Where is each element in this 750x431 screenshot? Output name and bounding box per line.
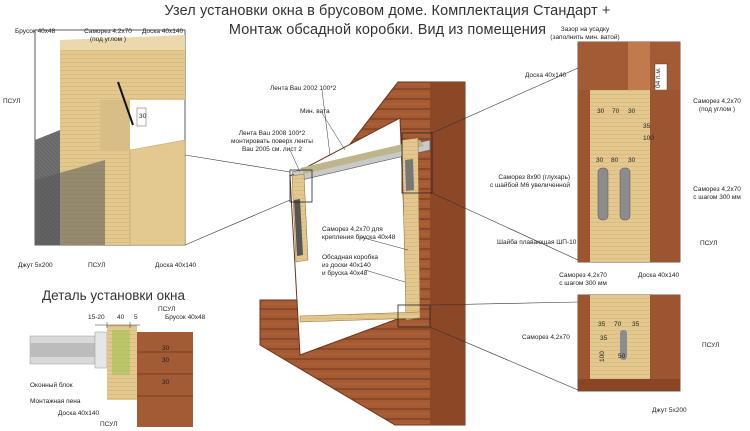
rb-dim-35b: 35	[632, 321, 640, 328]
label-doska-left-bottom: Доска 40х140	[155, 262, 197, 269]
label-glukhar-1: Саморез 8х90 (глухарь)	[498, 174, 570, 181]
label-lenta-2008-2: монтировать поверх ленты	[231, 138, 313, 145]
callout-box-right-top	[401, 132, 433, 194]
label-rb-jut: Джут 5х200	[652, 407, 687, 414]
label-lenta-2002: Лента Вau 2002 100*2	[270, 85, 337, 92]
detail-brusok: Брусок 40х48	[165, 314, 206, 321]
title-line-2: Монтаж обсадной коробки. Вид из помещени…	[228, 22, 547, 38]
right-slot-2	[619, 167, 631, 221]
label-rb-psul: ПСУЛ	[702, 342, 720, 349]
right-slot-1	[597, 167, 609, 221]
casing-left-tape	[294, 199, 303, 256]
label-zazor-2: (заполнить мин. ватой)	[550, 34, 620, 41]
detail-dim-5: 5	[134, 314, 138, 321]
label-psul-right: ПСУЛ	[700, 240, 718, 247]
detail-okonny-blok: Оконный блок	[30, 382, 73, 389]
detail-dim-1520: 15-20	[88, 314, 105, 321]
label-samorez-right-2: (под углом )	[698, 106, 736, 113]
label-glukhar-2: с шайбой М6 увеличенной	[489, 182, 570, 189]
rt-dim-80: 80	[611, 157, 619, 164]
detail-dim-30a: 30	[162, 345, 170, 352]
label-rb-samorez-shag-1: Саморез 4,2х70	[559, 272, 607, 279]
title-line-1: Узел установки окна в брусовом доме. Ком…	[164, 3, 611, 19]
rt-dim-30c: 30	[596, 157, 604, 164]
left-log	[35, 160, 105, 245]
detail-title: Деталь установки окна	[42, 288, 186, 303]
label-lenta-2008-1: Лента Вau 2008 100*2	[238, 130, 306, 137]
rt-dim-30d: 30	[628, 157, 636, 164]
detail-montazh-pena: Монтажная пена	[30, 398, 81, 405]
rb-dim-35c: 35	[600, 335, 608, 342]
detail-dim-40: 40	[117, 314, 125, 321]
detail-dim-30b: 30	[162, 357, 170, 364]
label-rb-samorez-shag-2: с шагом 300 мм	[559, 280, 607, 287]
label-doska-top: Доска 40х140	[142, 28, 184, 35]
rt-dim-100: 100	[643, 135, 654, 142]
label-lenta-2008-3: Вau 2005 см. лист 2	[241, 146, 303, 153]
rt-dim-30b: 30	[628, 108, 636, 115]
casing-right-slot	[405, 159, 414, 191]
label-samorez-left-2: (под углом )	[89, 36, 127, 43]
label-psul-left: ПСУЛ	[3, 98, 21, 105]
rt-dim-35: 35	[643, 123, 651, 130]
label-jut-left: Джут 5х200	[18, 262, 53, 269]
label-samorez-center-1: Саморез 4,2х70 для	[322, 226, 383, 233]
detail-log	[137, 332, 193, 427]
rb-dim-70: 70	[614, 321, 622, 328]
label-samorez-right-1: Саморез 4,2х70	[693, 98, 741, 105]
rt-dim-70: 70	[612, 108, 620, 115]
label-rb-doska: Доска 40х140	[638, 272, 680, 279]
rb-dim-50: 50	[618, 353, 626, 360]
left-screw	[117, 81, 134, 126]
left-top-board	[60, 50, 185, 100]
rb-dim-100: 100	[599, 351, 606, 362]
left-dim-30: 30	[139, 113, 147, 120]
log-wall-side	[430, 82, 465, 425]
detail-psul-top: ПСУЛ	[158, 306, 176, 313]
label-rb-samorez: Саморез 4,2х70	[522, 334, 570, 341]
label-psul-left-bottom: ПСУЛ	[88, 262, 106, 269]
rt-dim-vert: 04 п.м.	[655, 67, 662, 88]
label-doska-right: Доска 40х140	[525, 72, 567, 79]
svg-text:35: 35	[598, 321, 606, 328]
label-shaiba: Шайба плавающая ШП-10	[497, 239, 577, 246]
callout-box-right-bottom	[397, 304, 431, 328]
label-samorez-left-1: Саморез 4,2х70	[84, 28, 132, 35]
detail-psul: ПСУЛ	[100, 421, 118, 428]
label-obsad-3: и бруска 40х48	[322, 270, 368, 277]
label-samorez-center-2: крепления бруска 40х48	[322, 234, 396, 241]
label-samorez-shag-2: с шагом 300 мм	[693, 194, 741, 201]
label-obsad-2: из доски 40х140	[322, 262, 371, 269]
label-min-vata: Мин. вата	[300, 108, 330, 115]
callout-box-left	[289, 169, 313, 203]
label-zazor-1: Зазор на усадку	[560, 26, 610, 33]
casing-bottom	[299, 311, 421, 323]
detail-dim-30c: 30	[162, 379, 170, 386]
label-samorez-shag-1: Саморез 4,2х70	[693, 186, 741, 193]
label-brusok: Брусок 40х48	[15, 28, 56, 35]
svg-text:30: 30	[597, 108, 605, 115]
detail-doska: Доска 40х140	[58, 410, 100, 417]
label-obsad-1: Обсадная коробка	[322, 254, 378, 261]
casing-top-wool	[300, 140, 424, 174]
